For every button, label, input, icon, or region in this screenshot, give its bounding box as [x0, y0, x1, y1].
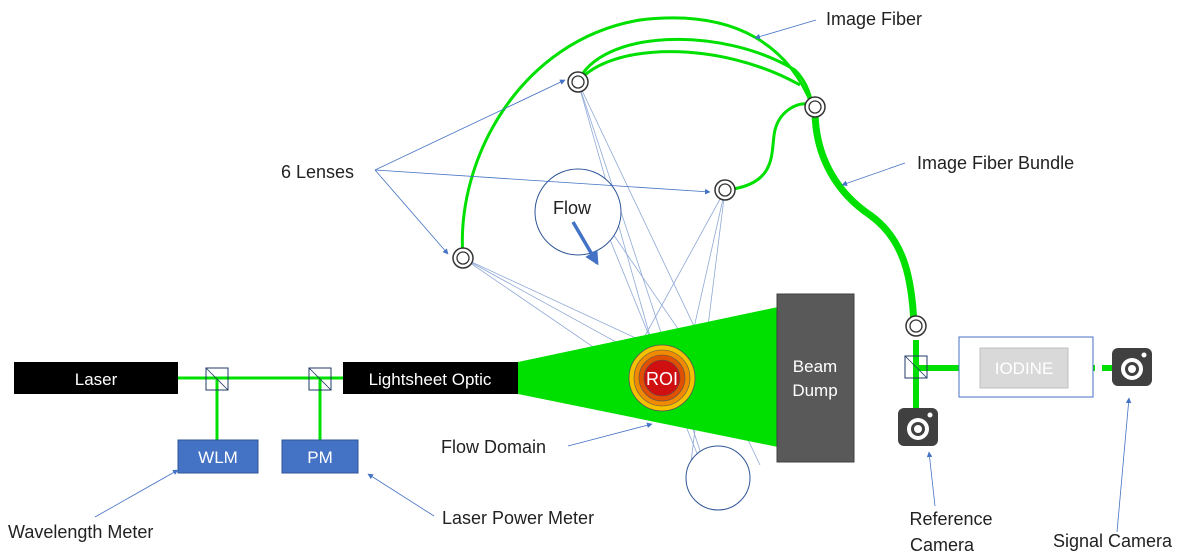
laser-beam	[178, 376, 345, 440]
beam-splitter-camera	[904, 355, 928, 379]
wavelength-meter-label: Wavelength Meter	[8, 522, 153, 542]
laser-label: Laser	[75, 370, 118, 389]
annotation-pointers	[94, 19, 1132, 533]
camera-icon	[898, 408, 938, 446]
beam-splitter-wlm	[205, 367, 229, 391]
lightsheet-optic-label: Lightsheet Optic	[369, 370, 492, 389]
pm-label: PM	[307, 448, 333, 467]
lens-ring-icon	[567, 71, 589, 93]
flow-arrow-icon	[571, 221, 599, 266]
image-fiber-bundle-label: Image Fiber Bundle	[917, 153, 1074, 173]
wlm-box: WLM	[177, 439, 259, 474]
beam-dump: Beam Dump	[776, 293, 855, 463]
lightsheet-optic-box: Lightsheet Optic	[343, 362, 518, 394]
lens-ring-icon	[714, 179, 736, 201]
flow-domain-label: Flow Domain	[441, 437, 546, 457]
signal-camera-label: Signal Camera	[1053, 531, 1173, 551]
flow-label: Flow	[553, 198, 592, 218]
lens-ring-icon	[452, 247, 474, 269]
beam-dump-label-1: Beam	[793, 357, 837, 376]
lens-ring-icon	[905, 315, 927, 337]
roi-label: ROI	[646, 369, 678, 389]
image-fiber-label: Image Fiber	[826, 9, 922, 29]
laser-box: Laser	[14, 362, 178, 394]
reference-camera-label-1: Reference	[909, 509, 992, 529]
image-fibers	[460, 16, 814, 259]
beam-splitter-pm	[308, 367, 332, 391]
pm-box: PM	[281, 439, 359, 474]
flow-indicator: Flow	[534, 168, 622, 266]
wlm-label: WLM	[198, 448, 238, 467]
iodine-cell: IODINE	[958, 336, 1094, 398]
camera-icon	[1112, 348, 1152, 386]
six-lenses-label: 6 Lenses	[281, 162, 354, 182]
laser-power-meter-label: Laser Power Meter	[442, 508, 594, 528]
image-fiber-bundle	[811, 109, 918, 326]
reference-camera-label-2: Camera	[910, 535, 975, 555]
iodine-label: IODINE	[995, 359, 1054, 378]
roi-target: ROI	[628, 344, 696, 412]
lens-ring-icon	[804, 96, 826, 118]
beam-dump-label-2: Dump	[792, 381, 837, 400]
lower-view-circle	[685, 445, 751, 511]
